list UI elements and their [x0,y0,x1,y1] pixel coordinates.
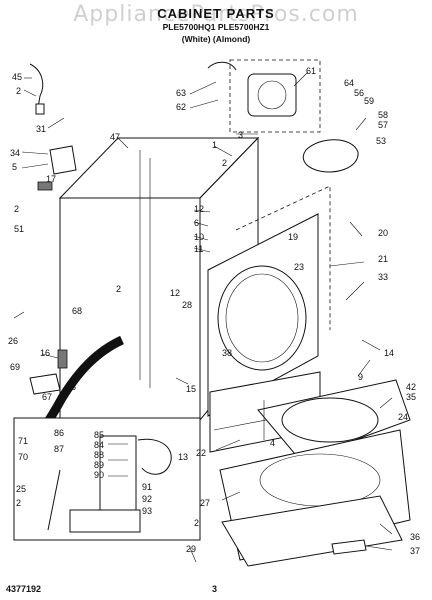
callout-86: 86 [54,428,64,438]
page-number: 3 [212,584,218,594]
callout-25: 25 [16,484,26,494]
callout-lines [13,71,393,563]
callout-92: 92 [142,494,152,504]
sensor-harness [29,63,45,115]
callout-58: 58 [378,110,388,120]
callout-37: 37 [410,546,420,556]
callout-47: 47 [110,132,120,142]
callout-57: 57 [378,120,388,130]
callout-2: 2 [194,518,199,528]
callout-56: 56 [354,88,364,98]
callout-34: 34 [10,148,20,158]
callout-31: 31 [36,124,46,134]
callout-35: 35 [406,392,416,402]
diagram-title: CABINET PARTS [157,6,275,21]
callout-19: 19 [288,232,298,242]
callout-88: 88 [94,450,104,460]
callout-2: 2 [116,284,121,294]
callout-61: 61 [306,66,316,76]
callout-91: 91 [142,482,152,492]
callout-18: 18 [66,382,76,392]
callout-2: 2 [16,498,21,508]
callout-2: 2 [14,204,19,214]
callout-69: 69 [10,362,20,372]
callout-51: 51 [14,224,24,234]
callout-4: 4 [270,438,275,448]
leveling-legs [29,349,68,395]
callout-14: 14 [384,348,394,358]
callout-22: 22 [196,448,206,458]
callout-59: 59 [364,96,374,106]
callout-67: 67 [42,392,52,402]
callout-13: 13 [178,452,188,462]
bottom-panel [221,495,403,567]
bracket-parts [37,145,77,191]
callout-17: 17 [46,174,56,184]
callout-15: 15 [186,384,196,394]
callout-23: 23 [294,262,304,272]
callout-10: 10 [194,232,204,242]
callout-26: 26 [8,336,18,346]
callout-12: 12 [194,204,204,214]
callout-9: 9 [358,372,363,382]
callout-53: 53 [376,136,386,146]
callout-1: 1 [212,140,217,150]
callout-3: 3 [238,130,243,140]
callout-63: 63 [176,88,186,98]
callout-62: 62 [176,102,186,112]
drive-belt [302,139,359,173]
callout-6: 6 [194,218,199,228]
callout-68: 68 [72,306,82,316]
callout-5: 5 [12,162,17,172]
callout-16: 16 [40,348,50,358]
callout-36: 36 [410,532,420,542]
callout-89: 89 [94,460,104,470]
front-panel [207,185,331,417]
callout-24: 24 [398,412,408,422]
callout-21: 21 [378,254,388,264]
callout-labels: 4523134517251471636261645659585753321261… [8,66,420,556]
callout-45: 45 [12,72,22,82]
callout-70: 70 [18,452,28,462]
callout-2: 2 [16,86,21,96]
callout-85: 85 [94,430,104,440]
callout-93: 93 [142,506,152,516]
callout-42: 42 [406,382,416,392]
callout-38: 38 [222,348,232,358]
callout-29: 29 [186,544,196,554]
model-numbers: PLE5700HQ1 PLE5700HZ1 [162,22,270,32]
color-variants: (White) (Almond) [181,34,251,44]
callout-64: 64 [344,78,354,88]
callout-20: 20 [378,228,388,238]
wiring-inset [13,417,201,541]
callout-84: 84 [94,440,104,450]
doc-number: 4377192 [6,584,42,594]
callout-2: 2 [222,158,227,168]
callout-28: 28 [182,300,192,310]
motor-assembly [207,59,321,133]
callout-33: 33 [378,272,388,282]
callout-90: 90 [94,470,104,480]
callout-87: 87 [54,444,64,454]
callout-12: 12 [170,288,180,298]
callout-71: 71 [18,436,28,446]
callout-11: 11 [194,244,203,254]
callout-27: 27 [200,498,210,508]
